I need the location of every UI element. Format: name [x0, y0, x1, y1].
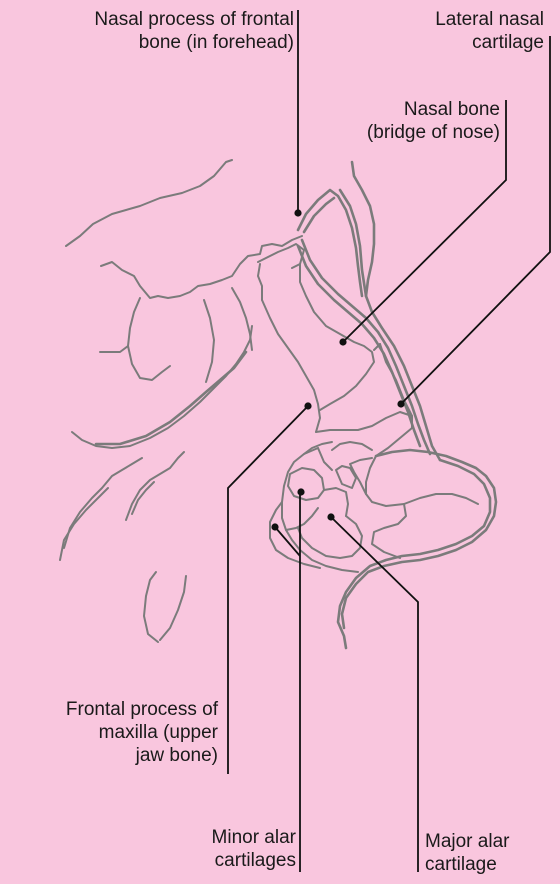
- frontal-bone-outline: [258, 244, 304, 300]
- dot-lateral-nasal: [397, 400, 404, 407]
- label-minor-alar: Minor alar cartilages: [212, 826, 296, 872]
- label-frontal-process: Frontal process of maxilla (upper jaw bo…: [66, 698, 218, 767]
- label-nasal-bone: Nasal bone (bridge of nose): [367, 98, 500, 144]
- dot-minor-alar-1: [297, 488, 304, 495]
- label-major-alar: Major alar cartilage: [425, 830, 509, 876]
- dot-nasal-process: [294, 209, 301, 216]
- label-minor-alar-line1: Minor alar: [212, 826, 296, 849]
- label-minor-alar-line2: cartilages: [212, 849, 296, 872]
- alar-cartilage-outline: [318, 442, 496, 648]
- label-major-alar-line2: cartilage: [425, 853, 509, 876]
- label-nasal-bone-line1: Nasal bone: [367, 98, 500, 121]
- minor-alar-outline: [270, 442, 362, 572]
- dot-nasal-bone: [339, 338, 346, 345]
- leader-minor-alar: [275, 492, 300, 872]
- label-major-alar-line1: Major alar: [425, 830, 509, 853]
- label-nasal-bone-line2: (bridge of nose): [367, 121, 500, 144]
- label-nasal-process: Nasal process of frontal bone (in forehe…: [94, 8, 294, 54]
- label-lateral-nasal-line2: cartilage: [435, 31, 544, 54]
- label-frontal-process-line3: jaw bone): [66, 744, 218, 767]
- dot-major-alar: [327, 513, 334, 520]
- skull-outline: [60, 160, 302, 642]
- dot-frontal-process: [304, 402, 311, 409]
- label-nasal-process-line2: bone (in forehead): [94, 31, 294, 54]
- dot-minor-alar-2: [271, 523, 278, 530]
- label-lateral-nasal: Lateral nasal cartilage: [435, 8, 544, 54]
- label-lateral-nasal-line1: Lateral nasal: [435, 8, 544, 31]
- label-frontal-process-line1: Frontal process of: [66, 698, 218, 721]
- label-nasal-process-line1: Nasal process of frontal: [94, 8, 294, 31]
- leader-lateral-nasal: [401, 36, 550, 404]
- label-frontal-process-line2: maxilla (upper: [66, 721, 218, 744]
- pointer-dots: [271, 209, 404, 530]
